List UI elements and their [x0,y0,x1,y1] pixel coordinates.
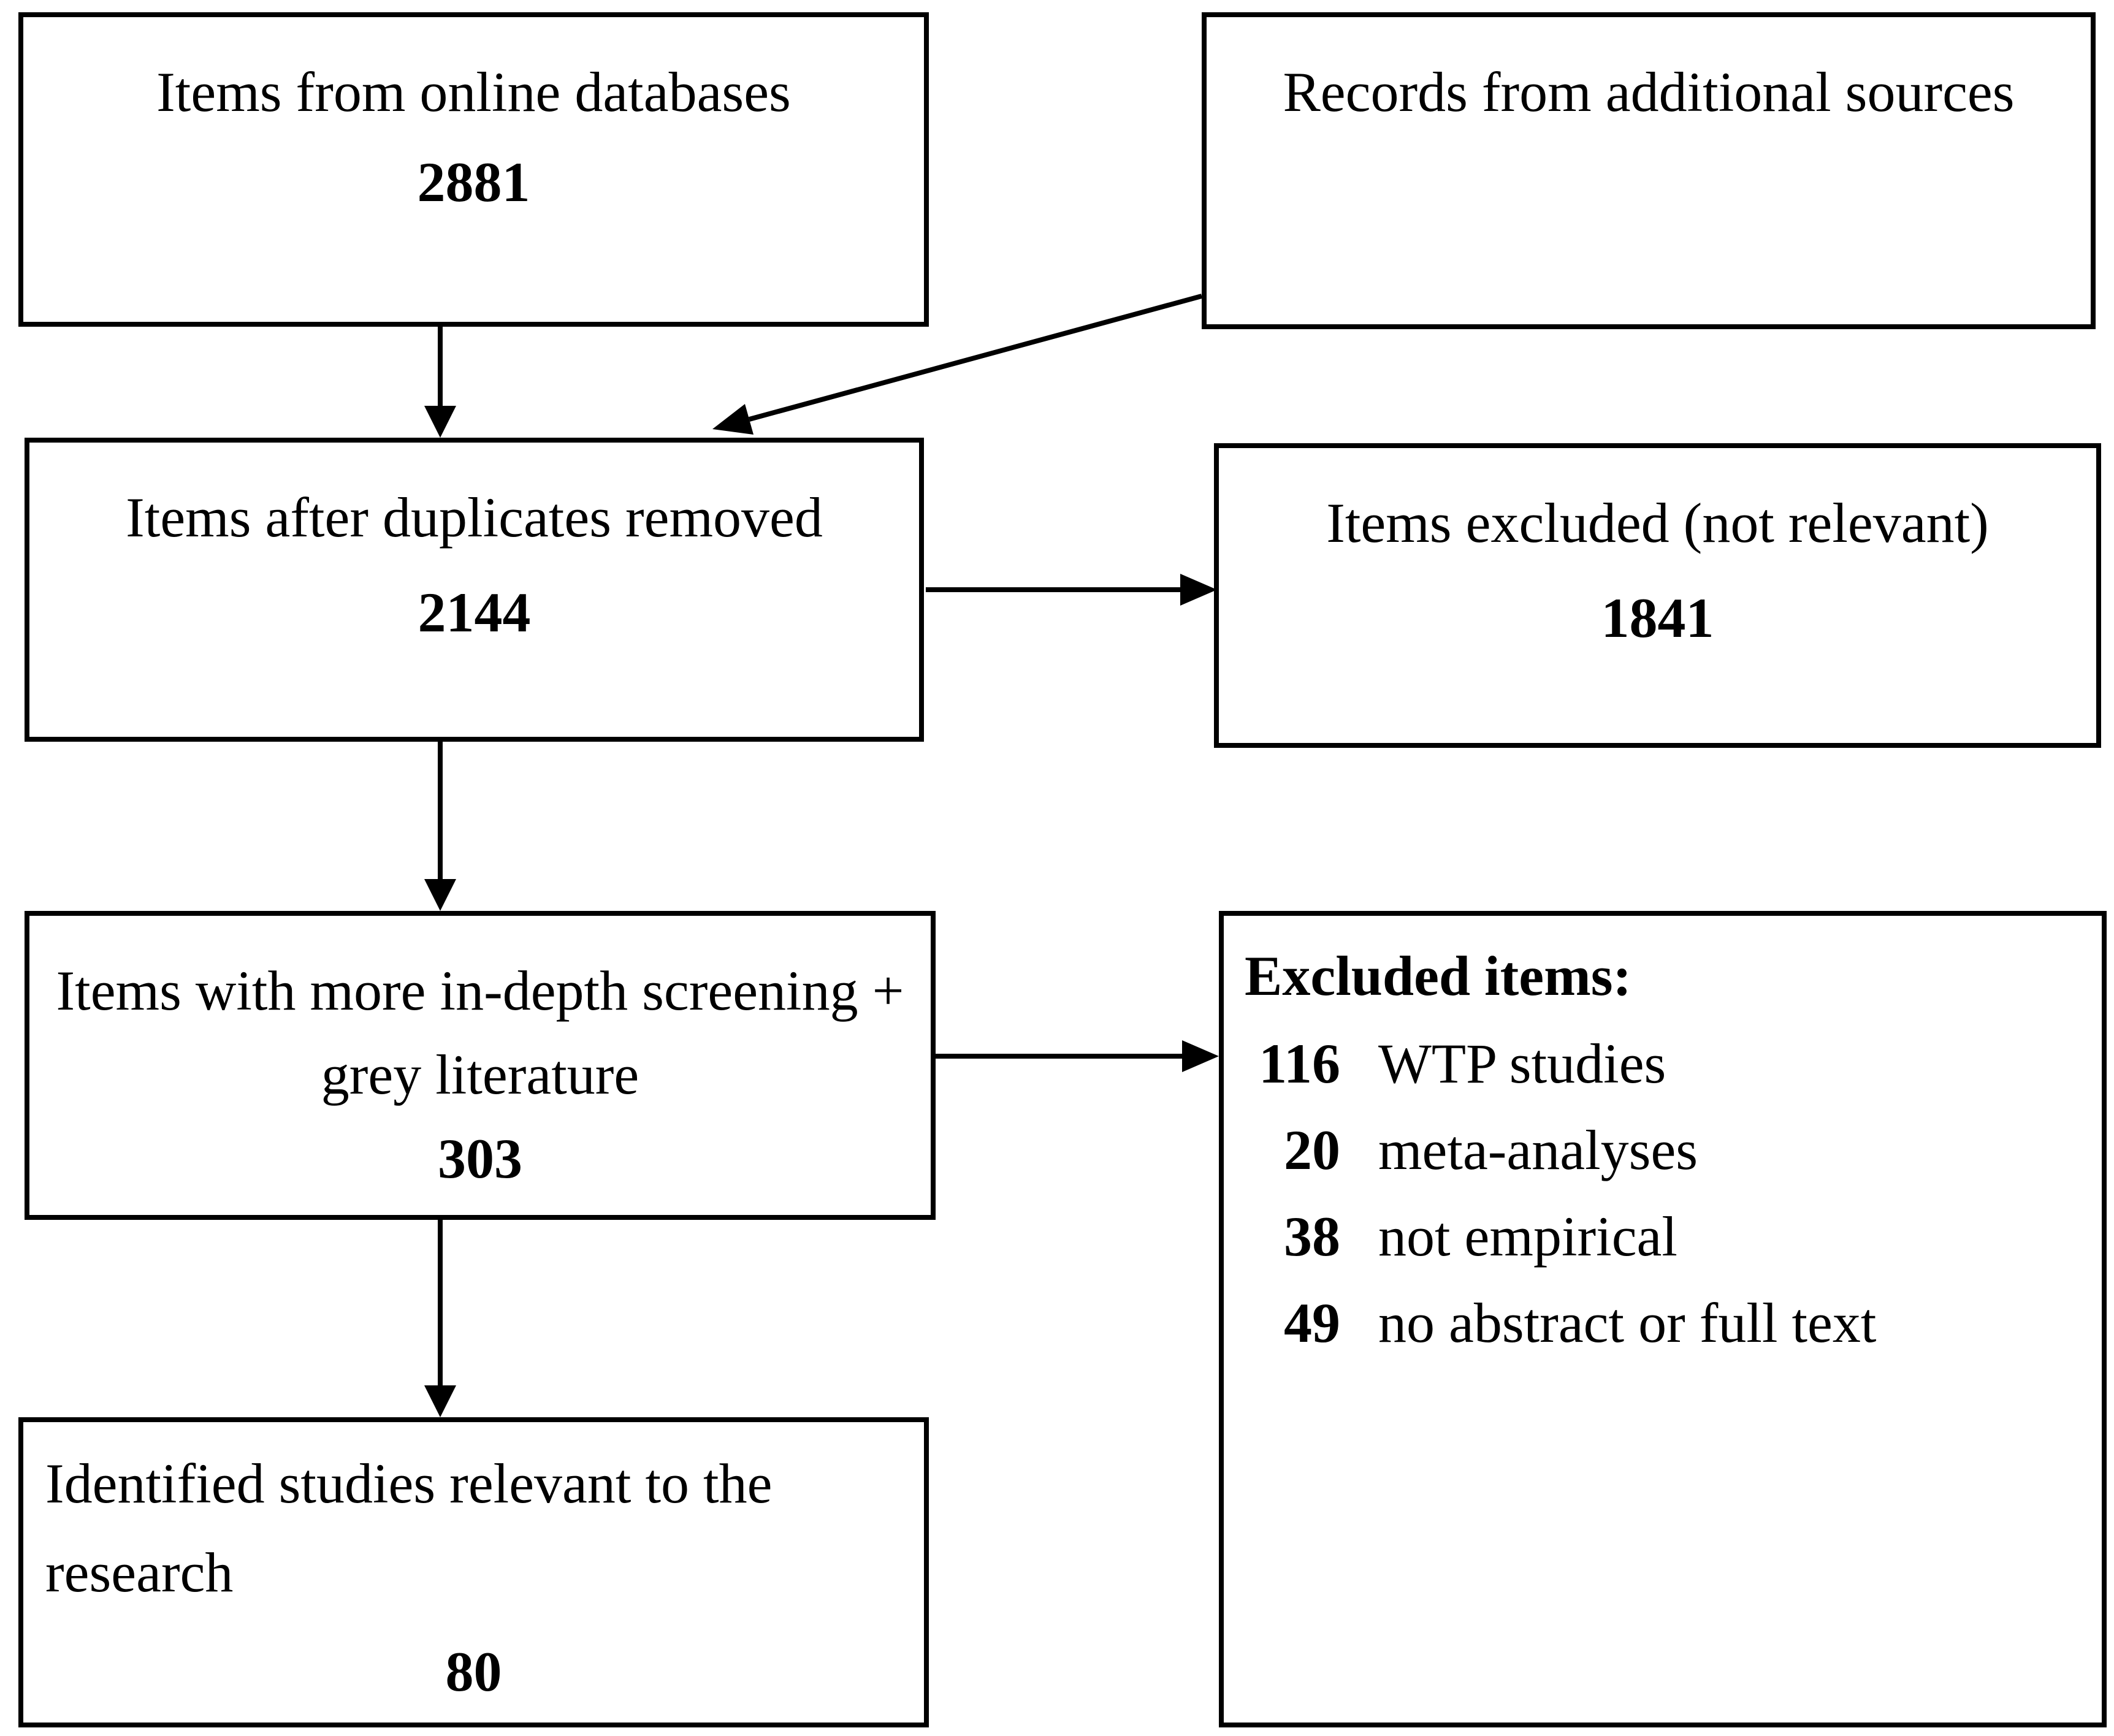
box-title: Items excluded (not relevant) [1326,492,1989,554]
box-title-line1: Items with more in-depth screening + [56,959,904,1022]
box-items-excluded-not-relevant: Items excluded (not relevant) 1841 [1214,443,2101,748]
excluded-items-list: 116 WTP studies 20 meta-analyses 38 not … [1224,1020,2102,1366]
box-title: Items from online databases [156,61,791,123]
list-item: 49 no abstract or full text [1224,1279,2102,1366]
excluded-count: 116 [1259,1032,1340,1095]
box-count: 303 [438,1127,522,1190]
list-item: 116 WTP studies [1224,1020,2102,1106]
box-items-in-depth-screening: Items with more in-depth screening + gre… [25,911,936,1220]
arrow-right-screening-to-excluded-items-icon [933,1040,1219,1072]
box-title: Records from additional sources [1283,61,2015,123]
box-excluded-items: Excluded items: 116 WTP studies 20 meta-… [1219,911,2107,1727]
list-item: 20 meta-analyses [1224,1106,2102,1193]
box-records-from-additional-sources: Records from additional sources [1202,12,2096,329]
box-count: 1841 [1601,587,1714,649]
box-items-from-online-databases: Items from online databases 2881 [18,12,929,327]
box-title-line2: grey literature [321,1043,639,1106]
box-title-line2: research [45,1541,234,1604]
arrow-right-duplicates-to-excluded-icon [926,574,1217,606]
arrow-down-online-to-duplicates-icon [424,327,456,438]
excluded-count: 38 [1284,1205,1340,1268]
excluded-label: not empirical [1378,1205,1677,1268]
box-title-line1: Identified studies relevant to the [45,1452,773,1515]
box-items-after-duplicates-removed: Items after duplicates removed 2144 [25,438,924,742]
arrow-down-screening-to-identified-icon [424,1220,456,1417]
arrow-diagonal-sources-to-duplicates-icon [712,294,1203,435]
box-count: 2144 [418,581,531,644]
list-item: 38 not empirical [1224,1193,2102,1279]
arrow-down-duplicates-to-screening-icon [424,742,456,911]
excluded-count: 49 [1284,1291,1340,1354]
box-count: 2881 [417,151,530,213]
excluded-count: 20 [1284,1118,1340,1181]
box-count: 80 [445,1640,502,1703]
box-title: Items after duplicates removed [126,486,823,549]
box-identified-studies-relevant: Identified studies relevant to the resea… [18,1417,929,1727]
box-heading: Excluded items: [1245,945,1632,1007]
excluded-label: meta-analyses [1378,1118,1698,1181]
excluded-label: WTP studies [1378,1032,1666,1095]
excluded-label: no abstract or full text [1378,1291,1877,1354]
